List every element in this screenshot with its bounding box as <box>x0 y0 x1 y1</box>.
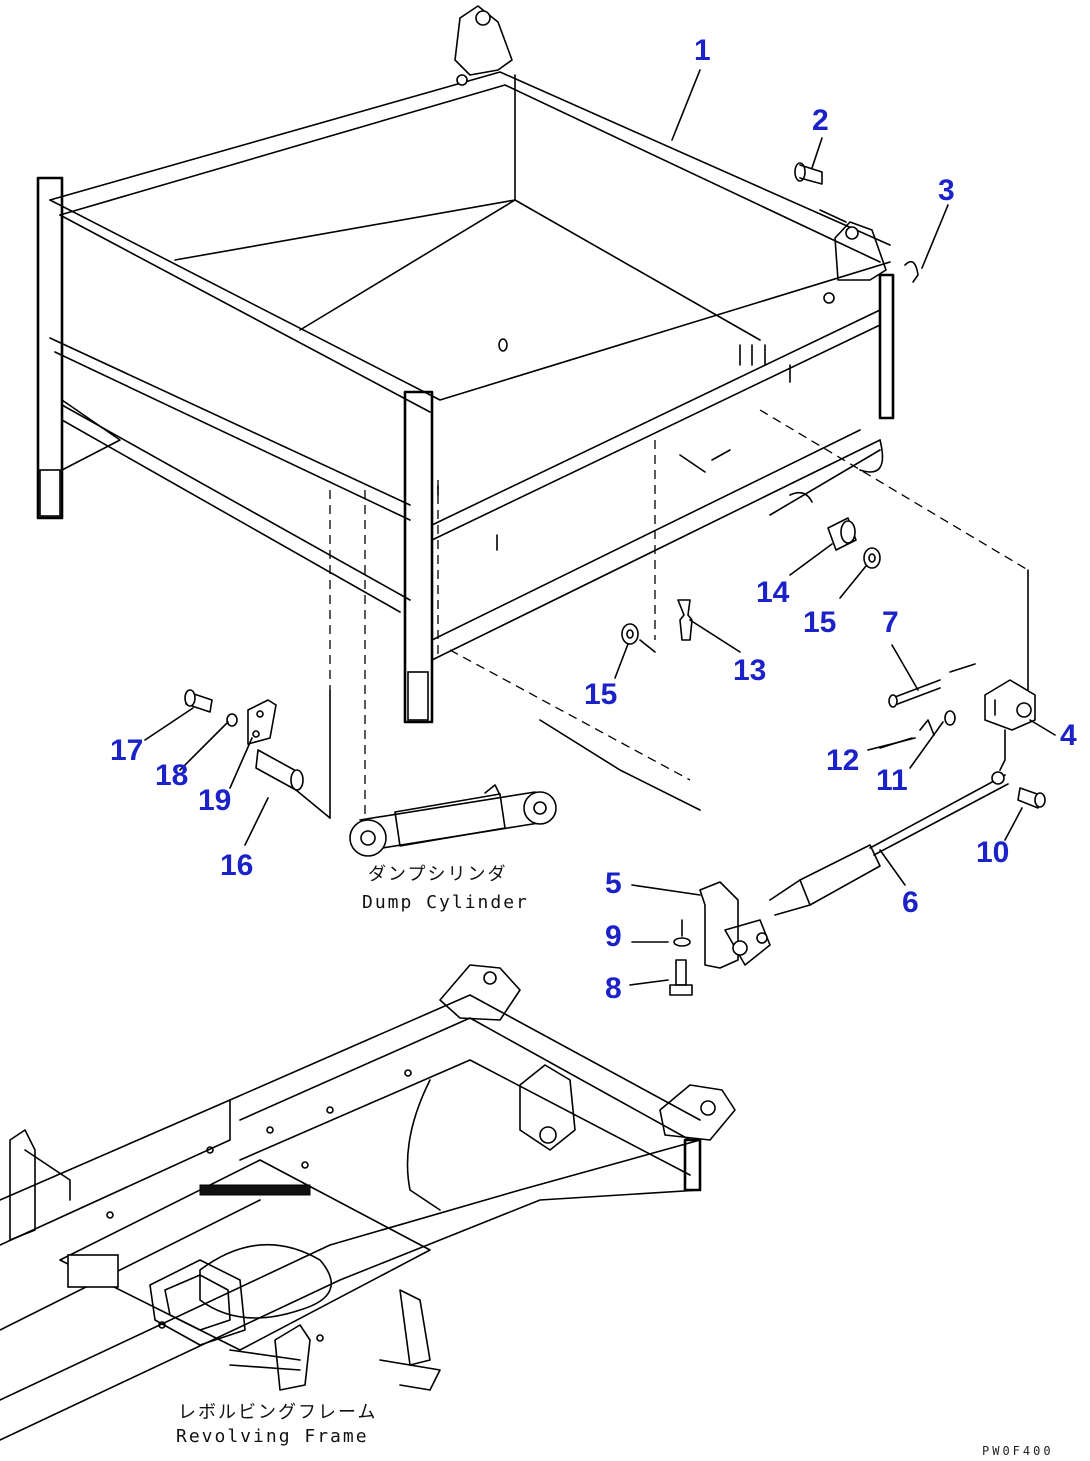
leader-lines <box>144 69 1056 986</box>
callout-2: 2 <box>812 104 829 137</box>
grease-fitting-13 <box>677 599 693 641</box>
dump-cylinder-caption-en: Dump Cylinder <box>362 892 529 913</box>
washer-9 <box>673 919 691 947</box>
plate-19 <box>247 699 277 745</box>
bolt-17 <box>184 689 213 713</box>
pin-14 <box>827 517 857 551</box>
callout-18: 18 <box>155 759 188 792</box>
callout-12: 12 <box>826 744 859 777</box>
nut-15-right <box>863 547 881 569</box>
callout-labels: 1 2 3 4 5 6 7 8 9 10 11 12 13 14 15 15 1… <box>110 34 1077 1005</box>
assembly-lines <box>329 409 1029 831</box>
callout-17: 17 <box>110 734 143 767</box>
pin-16 <box>255 749 331 819</box>
callout-4: 4 <box>1060 719 1077 752</box>
callout-10: 10 <box>976 836 1009 869</box>
callout-1: 1 <box>694 34 711 67</box>
callout-3: 3 <box>938 174 955 207</box>
pin-10 <box>1017 787 1046 809</box>
bracket-5 <box>699 881 771 969</box>
revolving-frame <box>0 964 736 1441</box>
cotter-3 <box>819 209 919 283</box>
pin-2 <box>794 162 823 185</box>
dump-cylinder-caption-jp: ダンプシリンダ <box>368 864 507 885</box>
cotter-12 <box>879 719 935 749</box>
revolving-frame-caption-jp: レボルビングフレーム <box>178 1402 377 1423</box>
nut-15-left <box>621 623 639 645</box>
callout-15-left: 15 <box>584 678 617 711</box>
callout-8: 8 <box>605 972 622 1005</box>
captions: ダンプシリンダ Dump Cylinder レボルビングフレーム Revolvi… <box>176 864 1054 1458</box>
washer-18 <box>226 713 238 727</box>
bolt-8 <box>669 959 693 996</box>
callout-19: 19 <box>198 784 231 817</box>
callout-5: 5 <box>605 867 622 900</box>
callout-13: 13 <box>733 654 766 687</box>
pin-7 <box>888 663 976 708</box>
washer-11 <box>944 710 956 726</box>
drawing-code: PW0F400 <box>982 1444 1054 1458</box>
rod-6 <box>769 771 1009 916</box>
callout-15-right: 15 <box>803 606 836 639</box>
revolving-frame-caption-en: Revolving Frame <box>176 1426 369 1447</box>
callout-14: 14 <box>756 576 790 609</box>
callout-6: 6 <box>902 886 919 919</box>
callout-16: 16 <box>220 849 253 882</box>
callout-9: 9 <box>605 920 622 953</box>
dump-cylinder <box>349 784 557 857</box>
bracket-4 <box>984 679 1036 771</box>
callout-11: 11 <box>876 764 908 797</box>
dump-body <box>36 5 895 724</box>
callout-7: 7 <box>882 606 899 639</box>
